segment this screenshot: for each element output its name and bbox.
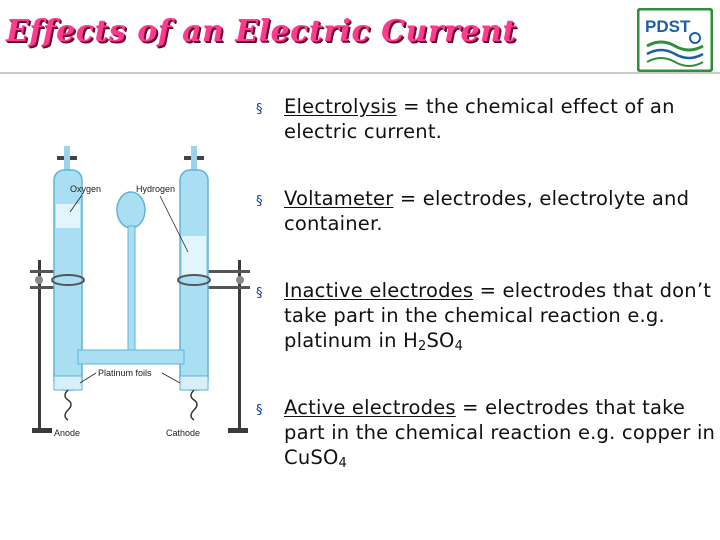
connecting-tube [77,349,185,365]
oxygen-gas [56,204,80,228]
bullet-marker: § [256,403,263,418]
bullet-list: § Electrolysis = the chemical effect of … [256,94,716,470]
oxygen-label: Oxygen [70,184,101,194]
formula-h2so4: H2SO4 [403,329,464,354]
left-stand [30,260,72,433]
bullet-marker: § [256,194,263,209]
term-voltameter: Voltameter [284,187,394,210]
bullet-voltameter: § Voltameter = electrodes, electrolyte a… [256,186,716,236]
hydrogen-label: Hydrogen [136,184,175,194]
term-inactive-electrodes: Inactive electrodes [284,279,474,302]
bullet-marker: § [256,286,263,301]
definition-active-electrodes: = electrodes that take part in the chemi… [284,396,716,444]
hydrogen-gas [182,236,206,276]
title-divider [0,72,720,74]
right-stand [208,260,250,433]
bullet-electrolysis: § Electrolysis = the chemical effect of … [256,94,716,144]
bullet-inactive-electrodes: § Inactive electrodes = electrodes that … [256,278,716,353]
anode-wire [64,389,72,421]
definition-inactive-electrodes: = electrodes that don’t take part in the… [284,279,712,352]
slide-title: Effects of an Electric Current [6,14,517,49]
anode-label: Anode [54,428,80,438]
cathode-label: Cathode [166,428,200,438]
center-stem [127,225,136,357]
definition-electrolysis: = the chemical effect of an electric cur… [284,95,675,143]
term-electrolysis: Electrolysis [284,95,397,118]
definition-voltameter: = electrodes, electrolyte and container. [284,187,690,235]
formula-cuso4: CuSO4 [284,446,347,471]
logo-text: PDST [645,17,691,36]
pdst-logo: PDST [637,8,713,72]
taps [57,146,204,170]
cathode-wire [190,389,198,421]
voltameter-diagram: Oxygen Hydrogen Platinum foils Anode Cat… [30,146,250,438]
bullet-active-electrodes: § Active electrodes = electrodes that ta… [256,395,716,470]
reservoir-bulb [116,191,146,229]
platinum-foils-label: Platinum foils [98,368,152,378]
term-active-electrodes: Active electrodes [284,396,456,419]
bullet-marker: § [256,102,263,117]
